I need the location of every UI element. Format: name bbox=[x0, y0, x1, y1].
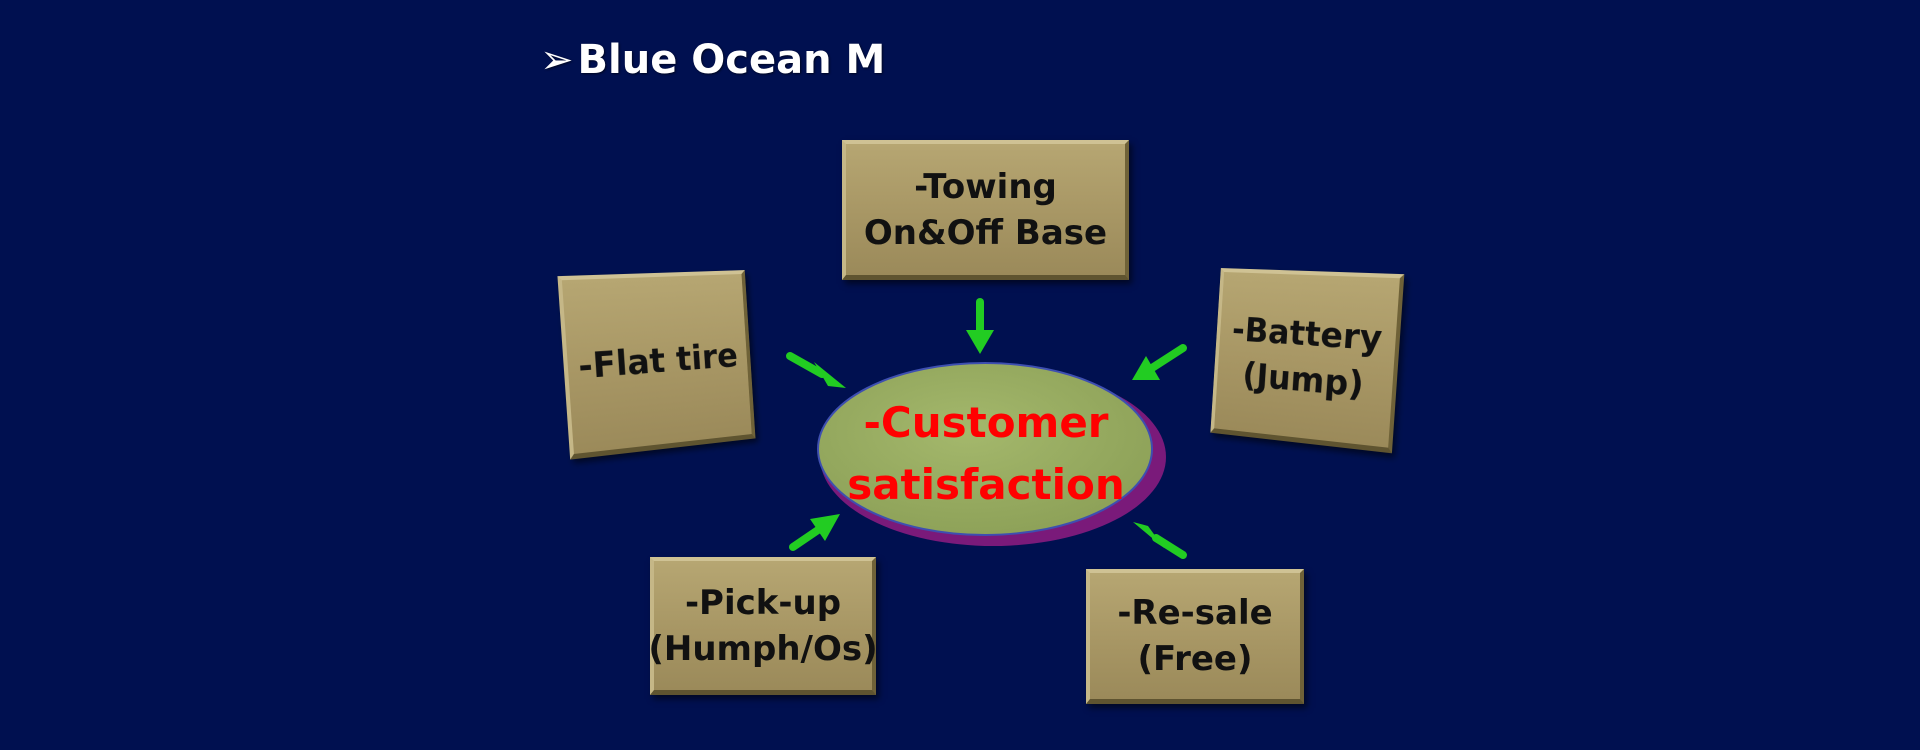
arrow-pickup-icon bbox=[793, 514, 840, 547]
node-battery-label: -Battery (Jump) bbox=[1228, 307, 1384, 410]
node-flat-tire: -Flat tire bbox=[557, 270, 755, 460]
node-resale-label: -Re-sale (Free) bbox=[1117, 590, 1272, 682]
arrow-battery-icon bbox=[1132, 348, 1183, 380]
node-towing-label: -Towing On&Off Base bbox=[864, 164, 1107, 256]
arrow-flat-tire-icon bbox=[790, 356, 846, 388]
center-label: -Customer satisfaction bbox=[818, 392, 1154, 516]
node-towing: -Towing On&Off Base bbox=[842, 140, 1129, 280]
node-pickup-label: -Pick-up (Humph/Os) bbox=[648, 580, 877, 672]
arrow-towing-icon bbox=[966, 302, 994, 354]
node-resale: -Re-sale (Free) bbox=[1086, 569, 1304, 704]
node-pickup: -Pick-up (Humph/Os) bbox=[650, 557, 876, 695]
node-battery: -Battery (Jump) bbox=[1210, 268, 1404, 453]
node-flat-tire-label: -Flat tire bbox=[577, 333, 739, 391]
arrow-resale-icon bbox=[1133, 522, 1183, 555]
